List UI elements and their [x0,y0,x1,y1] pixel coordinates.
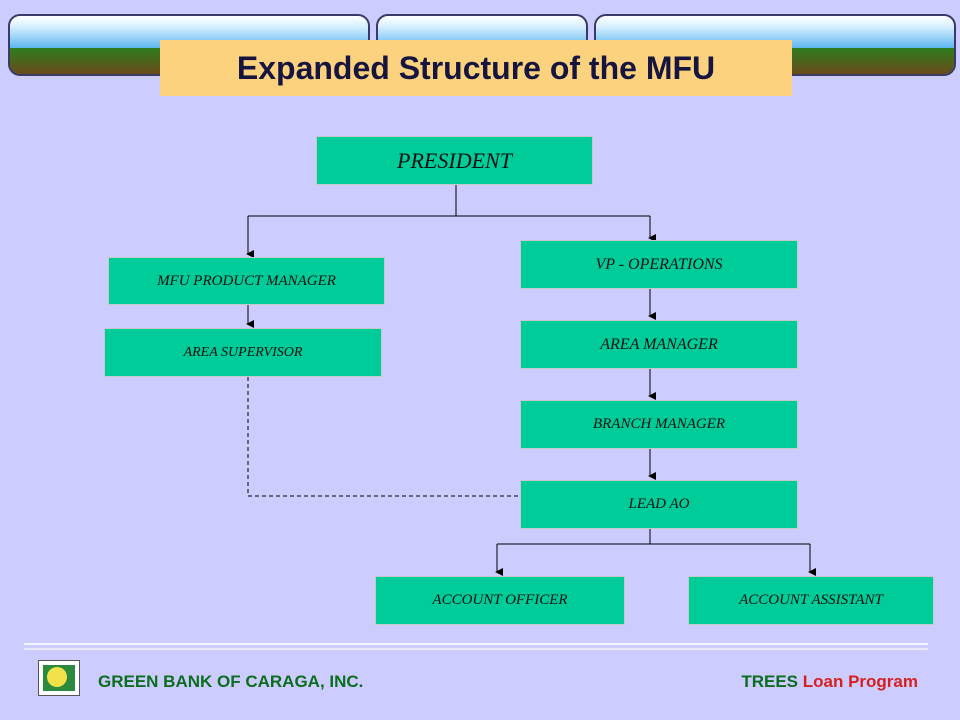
footer-company-name: GREEN BANK OF CARAGA, INC. [98,672,364,691]
node-area-supervisor: AREA SUPERVISOR [104,328,382,377]
footer-divider-top [24,643,928,645]
node-account-officer-label: ACCOUNT OFFICER [432,592,568,608]
footer-divider-bottom [24,648,928,650]
title-box: Expanded Structure of the MFU [160,40,792,96]
node-lead-ao: LEAD AO [520,480,798,529]
footer-program-loan: Loan Program [802,672,918,691]
page-title: Expanded Structure of the MFU [236,49,716,86]
node-president: PRESIDENT [316,136,593,185]
node-vp-operations: VP - OPERATIONS [520,240,798,289]
dashed-link-supervisor-lead-ao [247,377,520,497]
node-branch-manager-label: BRANCH MANAGER [592,416,726,432]
node-area-supervisor-label: AREA SUPERVISOR [183,344,303,360]
node-account-assistant-label: ACCOUNT ASSISTANT [739,592,883,608]
node-lead-ao-label: LEAD AO [628,496,690,512]
node-president-label: PRESIDENT [397,147,512,173]
bank-logo [38,660,80,696]
node-mfu-product-manager-label: MFU PRODUCT MANAGER [157,272,336,289]
node-area-manager-label: AREA MANAGER [600,335,718,353]
node-mfu-product-manager: MFU PRODUCT MANAGER [108,257,385,305]
node-account-assistant: ACCOUNT ASSISTANT [688,576,934,625]
footer-program-trees: TREES [741,672,799,691]
node-branch-manager: BRANCH MANAGER [520,400,798,449]
node-vp-operations-label: VP - OPERATIONS [595,255,723,273]
node-account-officer: ACCOUNT OFFICER [375,576,625,625]
node-area-manager: AREA MANAGER [520,320,798,369]
footer-program: TREES Loan Program [741,672,918,692]
